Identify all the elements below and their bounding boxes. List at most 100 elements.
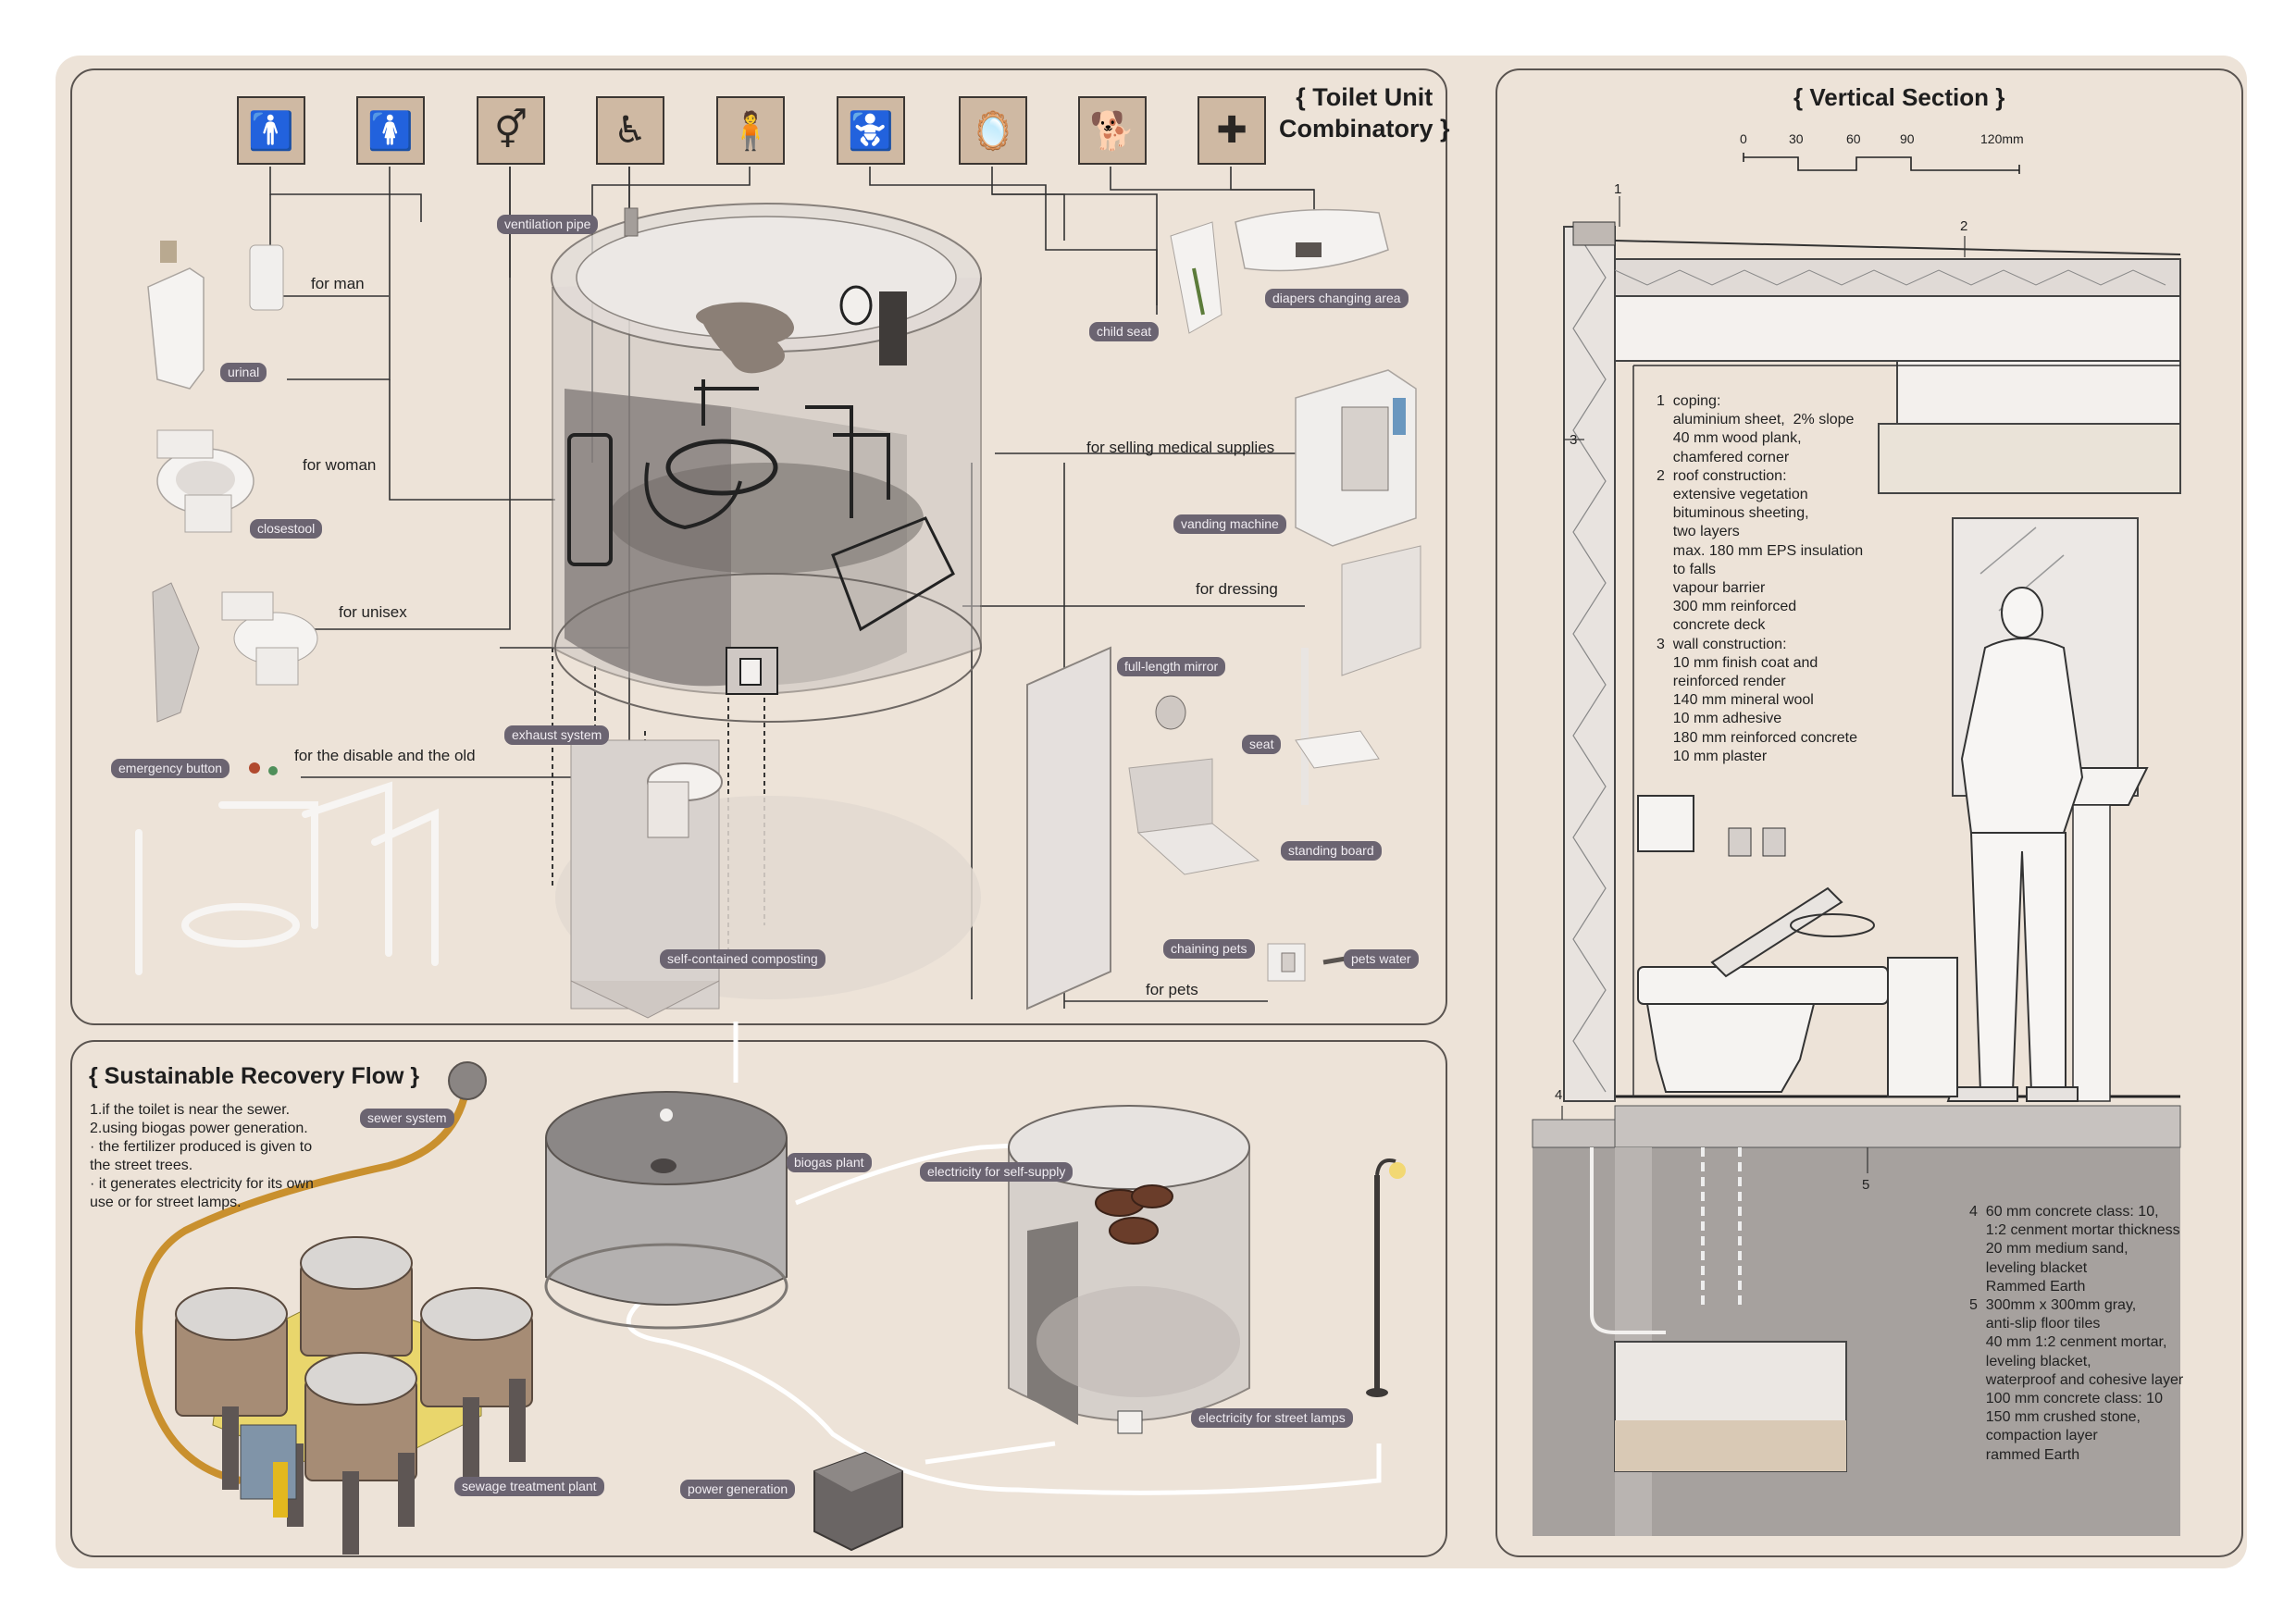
standing-board-label: standing board <box>1281 841 1382 861</box>
electricity-self-supply-label: electricity for self-supply <box>920 1162 1074 1182</box>
biogas-plant-label: biogas plant <box>787 1153 872 1172</box>
flow-text-line: 2.using biogas power generation. <box>90 1121 308 1136</box>
sewer-system-label: sewer system <box>360 1109 454 1128</box>
woman-icon-tile: 🚺 <box>356 96 425 165</box>
roof-insulation <box>1614 258 2181 297</box>
standing-person-icon-tile: 🧍 <box>716 96 785 165</box>
sewer-pipe <box>134 1082 471 1484</box>
child-seat-label: child seat <box>1089 322 1160 341</box>
section-toilet <box>1637 886 1958 1097</box>
recovery-flow-panel <box>70 1040 1447 1557</box>
scale-tick-90: 90 <box>1900 131 1915 146</box>
roof-deck <box>1614 295 2181 362</box>
scale-bar <box>1743 153 2020 174</box>
vertical-section-title: { Vertical Section } <box>1793 83 2005 111</box>
woman-icon: 🚺 <box>367 109 414 153</box>
ventilation-pipe-label: ventilation pipe <box>497 215 599 234</box>
section-notes-lower: 4 60 mm concrete class: 10, 1:2 cenment … <box>1969 1204 2184 1463</box>
man-icon: 🚹 <box>248 109 294 153</box>
for-unisex-note: for unisex <box>339 603 407 621</box>
power-generation-box <box>813 1451 903 1552</box>
closestool-product <box>156 429 254 533</box>
for-woman-note: for woman <box>303 456 377 474</box>
baby-changing-icon: 🚼 <box>848 109 894 153</box>
scale-tick-120mm: 120mm <box>1980 131 2024 146</box>
full-length-mirror-label: full-length mirror <box>1117 657 1226 676</box>
diaper-changing-product <box>1235 208 1389 272</box>
exterior-wall <box>1563 226 1616 1102</box>
flow-text-line: use or for street lamps. <box>90 1195 242 1210</box>
toilet-unit-panel <box>70 68 1447 1025</box>
emergency-green-dot <box>268 766 278 775</box>
electricity-street-lamps-label: electricity for street lamps <box>1191 1408 1353 1428</box>
standing-man-figure <box>1946 587 2084 1102</box>
recovery-flow-description: 1.if the toilet is near the sewer. 2.usin… <box>90 1101 314 1212</box>
wheelchair-icon: ♿ <box>614 109 647 152</box>
section-marker-5: 5 <box>1862 1177 1870 1193</box>
flow-text-line: the street trees. <box>90 1158 193 1173</box>
section-marker-1: 1 <box>1614 181 1622 197</box>
urinal-product <box>147 241 284 390</box>
dog-icon-tile: 🐕 <box>1078 96 1147 165</box>
scale-tick-30: 30 <box>1789 131 1804 146</box>
for-medical-supplies-note: for selling medical supplies <box>1086 439 1275 456</box>
vending-machine-product <box>1295 369 1417 547</box>
street-lamp <box>1366 1158 1406 1397</box>
emergency-button-label: emergency button <box>111 759 230 778</box>
vertical-section-panel <box>1496 68 2243 1557</box>
coping <box>1572 221 1616 246</box>
scale-tick-60: 60 <box>1846 131 1861 146</box>
scale-tick-0: 0 <box>1740 131 1747 146</box>
toilet-cylinder <box>551 203 982 723</box>
flow-text-line: · it generates electricity for its own <box>90 1176 314 1192</box>
unisex-products <box>152 582 318 723</box>
toilet-panel-title-line2: Combinatory } <box>1279 115 1450 142</box>
closestool-label: closestool <box>250 519 323 539</box>
man-icon-tile: 🚹 <box>237 96 305 165</box>
flow-text-line: 1.if the toilet is near the sewer. <box>90 1102 291 1118</box>
seat-label: seat <box>1242 735 1282 754</box>
child-seat-product <box>1170 221 1222 334</box>
section-notes-upper: 1 coping: aluminium sheet, 2% slope 40 m… <box>1657 393 1864 764</box>
wheelchair-icon-tile: ♿ <box>596 96 664 165</box>
section-marker-4: 4 <box>1555 1087 1563 1103</box>
chaining-pets-label: chaining pets <box>1163 939 1255 959</box>
dressing-mirror-icon: 🪞 <box>970 109 1016 153</box>
diapers-changing-area-label: diapers changing area <box>1265 289 1409 308</box>
standing-person-icon: 🧍 <box>727 109 774 153</box>
self-contained-composting-label: self-contained composting <box>660 949 825 969</box>
biogas-plant <box>544 1091 788 1330</box>
vanding-machine-label: vanding machine <box>1173 514 1286 534</box>
grab-bar-products <box>135 781 439 975</box>
baby-changing-icon-tile: 🚼 <box>837 96 905 165</box>
unisex-icon-tile: ⚥ <box>477 96 545 165</box>
for-dressing-note: for dressing <box>1196 580 1278 598</box>
pets-products <box>1267 943 1352 982</box>
recovery-flow-title: { Sustainable Recovery Flow } <box>89 1063 420 1089</box>
exhaust-system-label: exhaust system <box>504 725 610 745</box>
dressing-products <box>1128 545 1421 875</box>
power-generation-label: power generation <box>680 1480 796 1499</box>
sewage-treatment-plant-label: sewage treatment plant <box>454 1477 604 1496</box>
flow-text-line: · the fertilizer produced is given to <box>90 1139 313 1155</box>
sewage-treatment-plant <box>175 1236 533 1555</box>
section-marker-3: 3 <box>1570 432 1578 448</box>
emergency-red-dot <box>249 762 260 774</box>
toilet-panel-title-line1: { Toilet Unit <box>1296 83 1433 111</box>
mirror-panel <box>1026 646 1111 1010</box>
dressing-mirror-icon-tile: 🪞 <box>959 96 1027 165</box>
dog-icon: 🐕 <box>1089 109 1136 153</box>
unisex-icon: ⚥ <box>493 109 528 152</box>
sewer-manhole <box>448 1061 487 1100</box>
medical-cross-icon-tile: ✚ <box>1198 96 1266 165</box>
medical-cross-icon: ✚ <box>1216 109 1247 152</box>
pets-water-label: pets water <box>1344 949 1419 969</box>
for-man-note: for man <box>311 275 365 292</box>
street-unit-cylinder <box>1008 1105 1250 1434</box>
for-disable-note: for the disable and the old <box>294 747 476 764</box>
urinal-label: urinal <box>220 363 267 382</box>
section-marker-2: 2 <box>1960 218 1968 234</box>
